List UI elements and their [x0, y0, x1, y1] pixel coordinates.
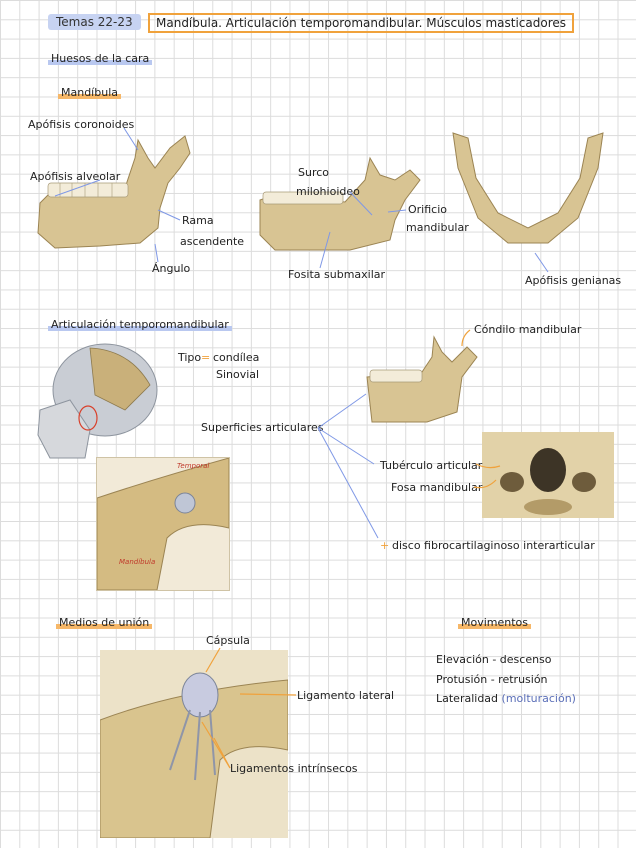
movement-line-1: Elevación - descenso — [436, 653, 552, 666]
movement-line-2: Protusión - retrusión — [436, 673, 548, 686]
movement-line-3: Lateralidad (molturación) — [436, 692, 576, 705]
movement-molturacion: (molturación) — [502, 692, 576, 705]
movement-lateralidad: Lateralidad — [436, 692, 502, 705]
section-movements: Movimentos — [458, 616, 531, 629]
